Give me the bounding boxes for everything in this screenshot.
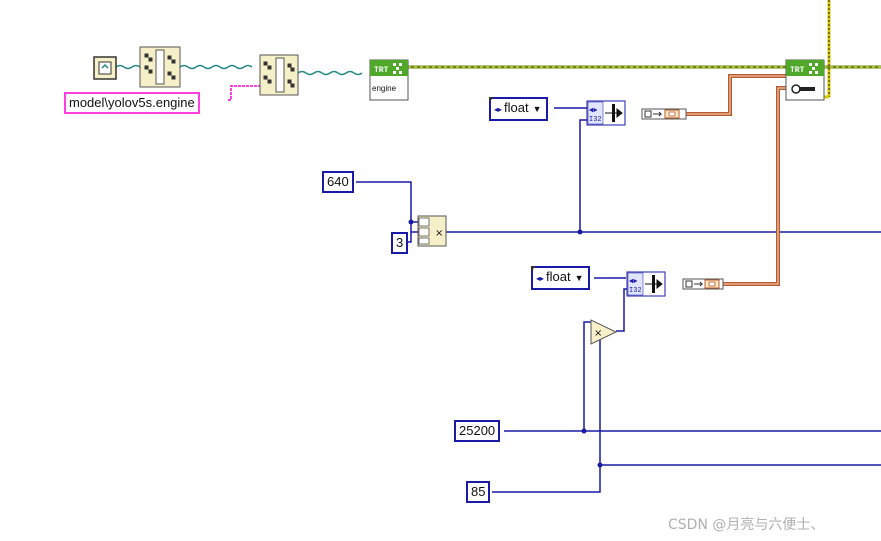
multiply-symbol: × bbox=[594, 328, 602, 339]
model-path-text: model\yolov5s.engine bbox=[69, 95, 195, 110]
array-reshape-node-1[interactable]: ◄► I32 bbox=[586, 100, 626, 126]
input-type-value: float bbox=[504, 100, 529, 115]
refnum-wire[interactable] bbox=[115, 64, 363, 76]
multiply-symbol: × bbox=[435, 228, 443, 239]
channels-constant[interactable]: 3 bbox=[391, 232, 409, 254]
numeric-wires[interactable] bbox=[356, 107, 881, 493]
wrench-icon bbox=[791, 84, 815, 94]
increment-icon: ◂▸ bbox=[494, 105, 503, 114]
width-constant[interactable]: 640 bbox=[322, 171, 354, 193]
trt-tag: TRT bbox=[790, 66, 805, 75]
multiply-node[interactable]: × bbox=[590, 319, 618, 345]
trt-tag: TRT bbox=[374, 66, 389, 75]
trt-engine-node[interactable]: TRT engine bbox=[369, 59, 409, 101]
watermark: CSDN @月亮与六便士、 bbox=[668, 517, 825, 533]
chevron-down-icon: ▼ bbox=[532, 104, 542, 114]
rows-value: 25200 bbox=[459, 423, 496, 438]
wire-junctions bbox=[408, 219, 603, 468]
array-reshape-node-2[interactable]: ◄► I32 bbox=[626, 271, 666, 297]
svg-text:I32: I32 bbox=[589, 116, 602, 124]
path-wire[interactable] bbox=[228, 85, 262, 101]
engine-label: engine bbox=[372, 84, 397, 93]
to-array-node-2[interactable] bbox=[682, 278, 724, 290]
output-type-ring[interactable]: ◂▸float▼ bbox=[531, 266, 590, 290]
chevron-down-icon: ▼ bbox=[574, 273, 584, 283]
increment-icon: ◂▸ bbox=[536, 274, 545, 283]
model-path-constant[interactable]: model\yolov5s.engine bbox=[64, 92, 200, 114]
array-wires[interactable] bbox=[686, 74, 786, 286]
refnum-node[interactable] bbox=[93, 56, 117, 80]
input-type-ring[interactable]: ◂▸float▼ bbox=[489, 97, 548, 121]
subvi-node-2[interactable] bbox=[259, 54, 299, 96]
svg-text:◄►: ◄► bbox=[629, 278, 638, 286]
subvi-node-1[interactable] bbox=[139, 46, 181, 88]
svg-text:I32: I32 bbox=[629, 287, 642, 295]
width-value: 640 bbox=[327, 174, 349, 189]
cols-constant[interactable]: 85 bbox=[466, 481, 491, 503]
to-array-node-1[interactable] bbox=[641, 108, 687, 120]
trt-execute-node[interactable]: TRT bbox=[785, 59, 825, 101]
cols-value: 85 bbox=[471, 484, 486, 499]
output-type-value: float bbox=[546, 269, 571, 284]
channels-value: 3 bbox=[396, 235, 404, 250]
rows-constant[interactable]: 25200 bbox=[454, 420, 501, 442]
compound-multiply-node[interactable]: × bbox=[417, 215, 447, 247]
svg-text:◄►: ◄► bbox=[589, 107, 598, 115]
